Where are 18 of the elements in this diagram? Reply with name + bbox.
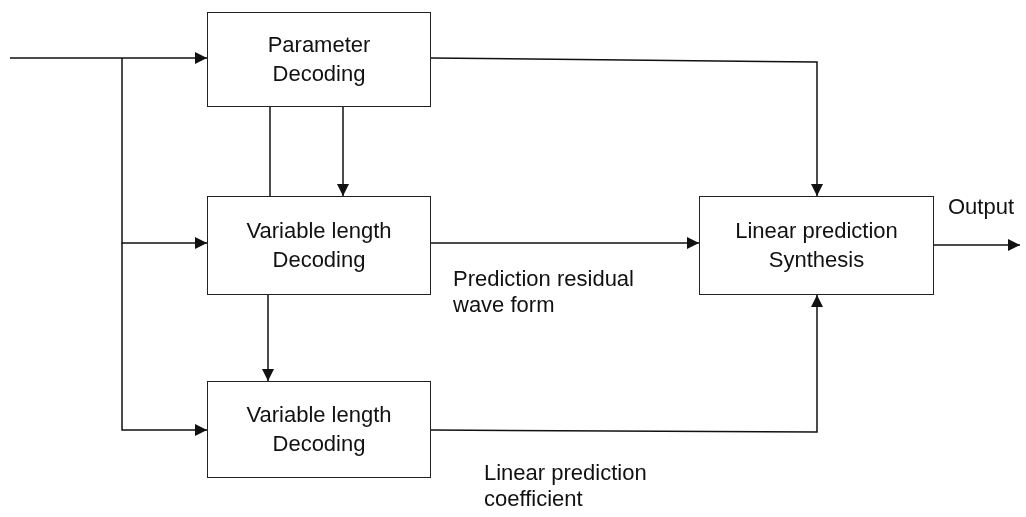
process-box bbox=[207, 381, 431, 478]
box-label: Variable length Decoding bbox=[245, 400, 393, 458]
arrow bbox=[121, 57, 208, 249]
process-box bbox=[207, 196, 431, 295]
box-label: Variable length Decoding bbox=[245, 216, 393, 274]
process-box bbox=[699, 196, 934, 295]
arrow bbox=[9, 52, 208, 64]
arrow bbox=[430, 237, 700, 249]
arrow bbox=[337, 106, 349, 197]
connector-line bbox=[269, 106, 271, 197]
arrow bbox=[121, 242, 208, 436]
arrow bbox=[430, 294, 823, 433]
arrow bbox=[933, 239, 1021, 251]
box-label: Parameter Decoding bbox=[266, 30, 372, 88]
process-box bbox=[207, 12, 431, 107]
arrow bbox=[430, 57, 823, 197]
arrow bbox=[262, 294, 274, 382]
box-label: Linear prediction Synthesis bbox=[734, 216, 899, 274]
